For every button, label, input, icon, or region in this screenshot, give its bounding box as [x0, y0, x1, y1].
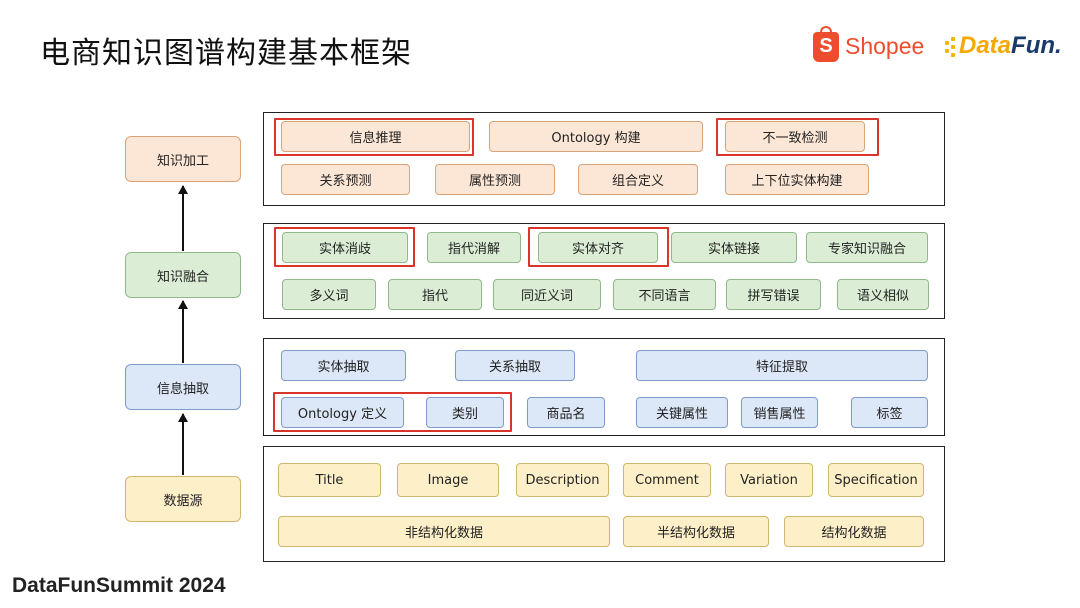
datafun-dots-icon — [945, 37, 967, 59]
node: 指代消解 — [427, 232, 521, 263]
node: 实体链接 — [671, 232, 797, 263]
node: 实体对齐 — [538, 232, 658, 263]
panel-processing: 信息推理 Ontology 构建 不一致检测 关系预测 属性预测 组合定义 上下… — [263, 112, 945, 206]
arrow-up — [178, 413, 188, 475]
node: 关键属性 — [636, 397, 728, 428]
panel-fusion: 实体消歧 指代消解 实体对齐 实体链接 专家知识融合 多义词 指代 同近义词 不… — [263, 223, 945, 319]
node: 多义词 — [282, 279, 376, 310]
shopee-logo-icon: S — [813, 26, 839, 62]
node: Variation — [725, 463, 813, 497]
node: 商品名 — [527, 397, 605, 428]
node: 结构化数据 — [784, 516, 924, 547]
node: Title — [278, 463, 381, 497]
panel-extraction: 实体抽取 关系抽取 特征提取 Ontology 定义 类别 商品名 关键属性 销… — [263, 338, 945, 436]
node: 不同语言 — [613, 279, 716, 310]
node: 不一致检测 — [725, 121, 865, 152]
node: 同近义词 — [493, 279, 601, 310]
node: 实体抽取 — [281, 350, 406, 381]
page-title: 电商知识图谱构建基本框架 — [40, 36, 412, 71]
node: Specification — [828, 463, 924, 497]
node: 非结构化数据 — [278, 516, 610, 547]
datafun-logo-text: DataFun. — [959, 32, 1062, 59]
shopee-logo-text: Shopee — [845, 33, 925, 59]
node: Image — [397, 463, 499, 497]
node: 拼写错误 — [726, 279, 821, 310]
node: 半结构化数据 — [623, 516, 769, 547]
node: 专家知识融合 — [806, 232, 928, 263]
stage-processing: 知识加工 — [125, 136, 241, 182]
panel-source: Title Image Description Comment Variatio… — [263, 446, 945, 562]
stage-source: 数据源 — [125, 476, 241, 522]
logo-group: S Shopee DataFun. — [813, 26, 1065, 68]
arrow-up — [178, 300, 188, 363]
node: 属性预测 — [435, 164, 555, 195]
node: 实体消歧 — [282, 232, 408, 263]
node: 信息推理 — [281, 121, 470, 152]
node: 指代 — [388, 279, 482, 310]
node: 语义相似 — [837, 279, 929, 310]
stage-extraction: 信息抽取 — [125, 364, 241, 410]
node: 标签 — [851, 397, 928, 428]
node: 组合定义 — [578, 164, 698, 195]
stage-fusion: 知识融合 — [125, 252, 241, 298]
node: 关系抽取 — [455, 350, 575, 381]
footer-brand: DataFunSummit 2024 — [12, 574, 226, 597]
node: 特征提取 — [636, 350, 928, 381]
arrow-up — [178, 185, 188, 251]
node: 类别 — [426, 397, 504, 428]
node: Comment — [623, 463, 711, 497]
node: Ontology 构建 — [489, 121, 703, 152]
node: Description — [516, 463, 609, 497]
node: 上下位实体构建 — [725, 164, 869, 195]
node: Ontology 定义 — [281, 397, 404, 428]
node: 关系预测 — [281, 164, 410, 195]
node: 销售属性 — [741, 397, 818, 428]
